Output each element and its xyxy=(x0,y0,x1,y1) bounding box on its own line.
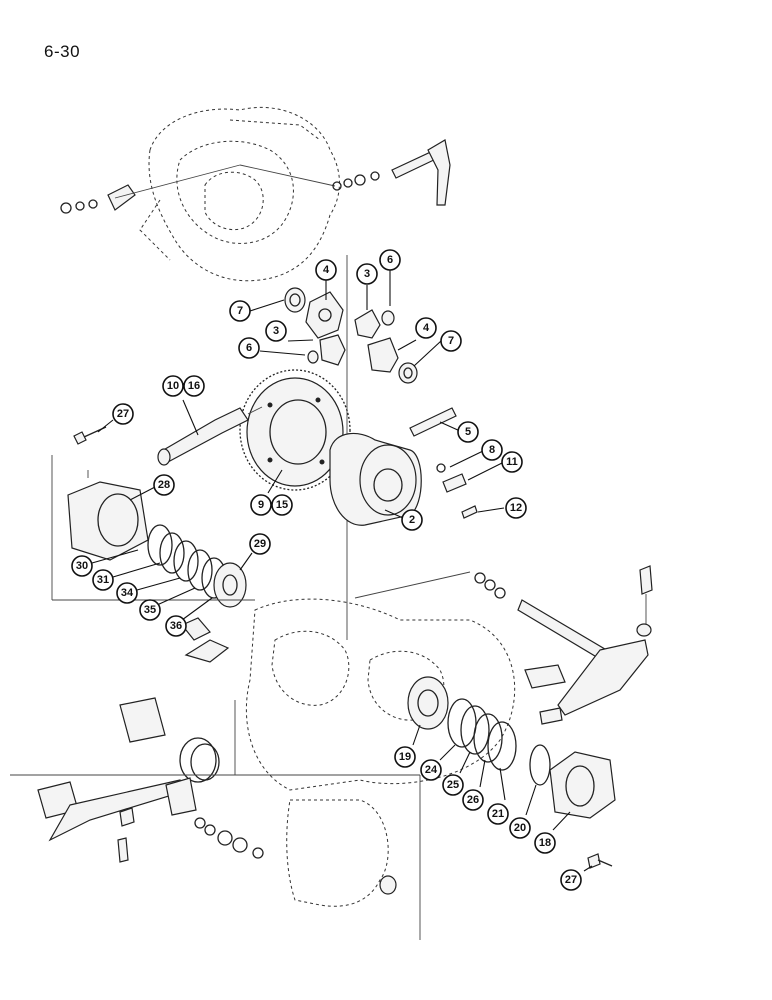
callout-34: 34 xyxy=(116,582,138,604)
left-bearing-assembly xyxy=(67,470,247,608)
callout-6: 6 xyxy=(379,249,401,271)
callout-31: 31 xyxy=(92,569,114,591)
callout-28: 28 xyxy=(153,474,175,496)
callout-label: 2 xyxy=(409,514,415,526)
callout-label: 7 xyxy=(448,335,454,347)
callout-4: 4 xyxy=(315,259,337,281)
callout-12: 12 xyxy=(505,497,527,519)
callout-10: 10 xyxy=(162,375,184,397)
callout-label: 9 xyxy=(258,499,264,511)
callout-label: 24 xyxy=(425,764,438,776)
callout-label: 21 xyxy=(492,808,504,820)
lower-housing-outline xyxy=(245,598,516,791)
callout-label: 11 xyxy=(506,456,518,468)
differential-case xyxy=(329,432,422,526)
callout-6: 6 xyxy=(238,337,260,359)
callout-30: 30 xyxy=(71,555,93,577)
callout-3: 3 xyxy=(265,320,287,342)
callout-label: 4 xyxy=(423,322,430,334)
callout-36: 36 xyxy=(165,615,187,637)
callout-label: 20 xyxy=(514,822,526,834)
callout-20: 20 xyxy=(509,817,531,839)
callout-label: 34 xyxy=(121,587,134,599)
callout-label: 35 xyxy=(144,604,156,616)
right-bearing-assembly xyxy=(407,676,616,869)
bolt-27-upper xyxy=(73,426,107,445)
callout-label: 12 xyxy=(510,502,522,514)
callout-label: 7 xyxy=(237,305,243,317)
callout-label: 19 xyxy=(399,751,411,763)
callout-19: 19 xyxy=(394,746,416,768)
callout-label: 16 xyxy=(188,380,200,392)
pinion-shaft xyxy=(157,406,263,466)
callout-label: 3 xyxy=(273,325,279,337)
callout-11: 11 xyxy=(501,451,523,473)
callout-4: 4 xyxy=(415,317,437,339)
callout-label: 26 xyxy=(467,794,479,806)
callout-27: 27 xyxy=(560,869,582,891)
callout-18: 18 xyxy=(534,832,556,854)
fork-and-lever-lower xyxy=(37,617,264,863)
callout-21: 21 xyxy=(487,803,509,825)
callout-24: 24 xyxy=(420,759,442,781)
page-number: 6-30 xyxy=(44,42,81,61)
callout-label: 36 xyxy=(170,620,182,632)
callout-5: 5 xyxy=(457,421,479,443)
callout-8: 8 xyxy=(481,439,503,461)
callout-label: 15 xyxy=(276,499,288,511)
callout-26: 26 xyxy=(462,789,484,811)
guide-lines xyxy=(10,455,471,940)
callout-label: 4 xyxy=(323,264,330,276)
callout-label: 6 xyxy=(246,342,252,354)
callout-16: 16 xyxy=(183,375,205,397)
shift-rod-assembly xyxy=(474,565,653,725)
callout-label: 10 xyxy=(167,380,179,392)
callout-label: 28 xyxy=(158,479,170,491)
callout-label: 6 xyxy=(387,254,393,266)
callout-label: 27 xyxy=(565,874,577,886)
ring-gear xyxy=(239,369,351,491)
callout-label: 3 xyxy=(364,268,370,280)
callout-35: 35 xyxy=(139,599,161,621)
bottom-housing-outline xyxy=(286,799,397,907)
cross-shaft-pin xyxy=(409,407,478,519)
callout-label: 30 xyxy=(76,560,88,572)
callout-label: 8 xyxy=(489,444,495,456)
callout-27: 27 xyxy=(112,403,134,425)
leader-lines xyxy=(91,270,593,872)
callout-7: 7 xyxy=(229,300,251,322)
callout-9: 9 xyxy=(250,494,272,516)
upper-linkage xyxy=(60,139,451,214)
callout-label: 18 xyxy=(539,837,551,849)
upper-housing-outline xyxy=(139,106,340,282)
callout-29: 29 xyxy=(249,533,271,555)
callout-2: 2 xyxy=(401,509,423,531)
callout-label: 5 xyxy=(465,426,471,438)
callout-15: 15 xyxy=(271,494,293,516)
differential-pinions xyxy=(284,287,418,384)
callout-3: 3 xyxy=(356,263,378,285)
callout-label: 29 xyxy=(254,538,266,550)
callout-label: 25 xyxy=(447,779,459,791)
callout-label: 31 xyxy=(97,574,109,586)
callout-label: 27 xyxy=(117,408,129,420)
callout-25: 25 xyxy=(442,774,464,796)
callout-7: 7 xyxy=(440,330,462,352)
